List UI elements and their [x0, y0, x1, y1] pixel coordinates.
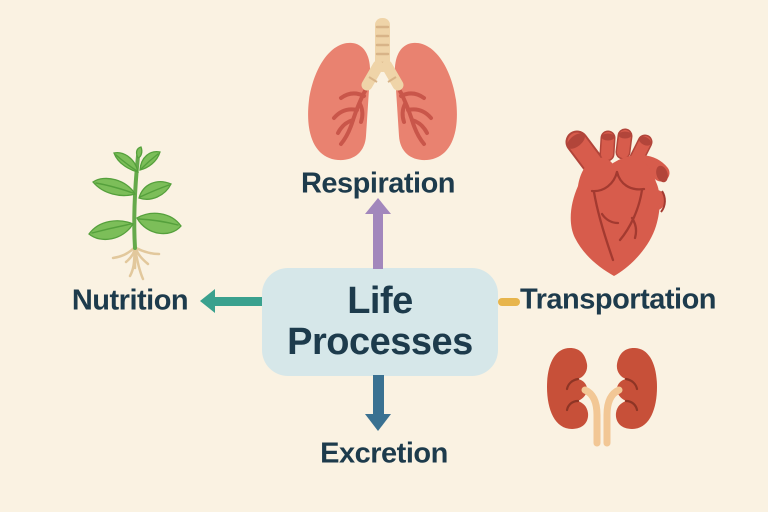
- center-title: Life Processes: [287, 279, 473, 363]
- respiration-arrow-head: [365, 198, 391, 214]
- plant-icon: [88, 146, 182, 281]
- heart-icon: [565, 128, 670, 276]
- nutrition-label: Nutrition: [71, 284, 189, 317]
- respiration-label: Respiration: [300, 167, 456, 200]
- kidneys-icon: [547, 346, 659, 447]
- lungs-illustration: [298, 8, 460, 166]
- nutrition-arrow-shaft: [213, 297, 262, 306]
- excretion-arrow-shaft: [373, 375, 384, 416]
- nutrition-arrow-head: [200, 289, 215, 313]
- transportation-label: Transportation: [519, 283, 717, 316]
- respiration-arrow-shaft: [373, 212, 383, 269]
- center-title-line2: Processes: [287, 321, 473, 363]
- plant-illustration: [85, 146, 185, 284]
- kidneys-illustration: [542, 345, 662, 447]
- center-title-line1: Life: [347, 279, 413, 322]
- excretion-arrow-head: [365, 414, 391, 431]
- excretion-label: Excretion: [320, 437, 448, 470]
- transportation-connector: [498, 298, 520, 306]
- lungs-icon: [308, 18, 457, 161]
- center-box: Life Processes: [262, 268, 498, 376]
- heart-illustration: [562, 128, 670, 280]
